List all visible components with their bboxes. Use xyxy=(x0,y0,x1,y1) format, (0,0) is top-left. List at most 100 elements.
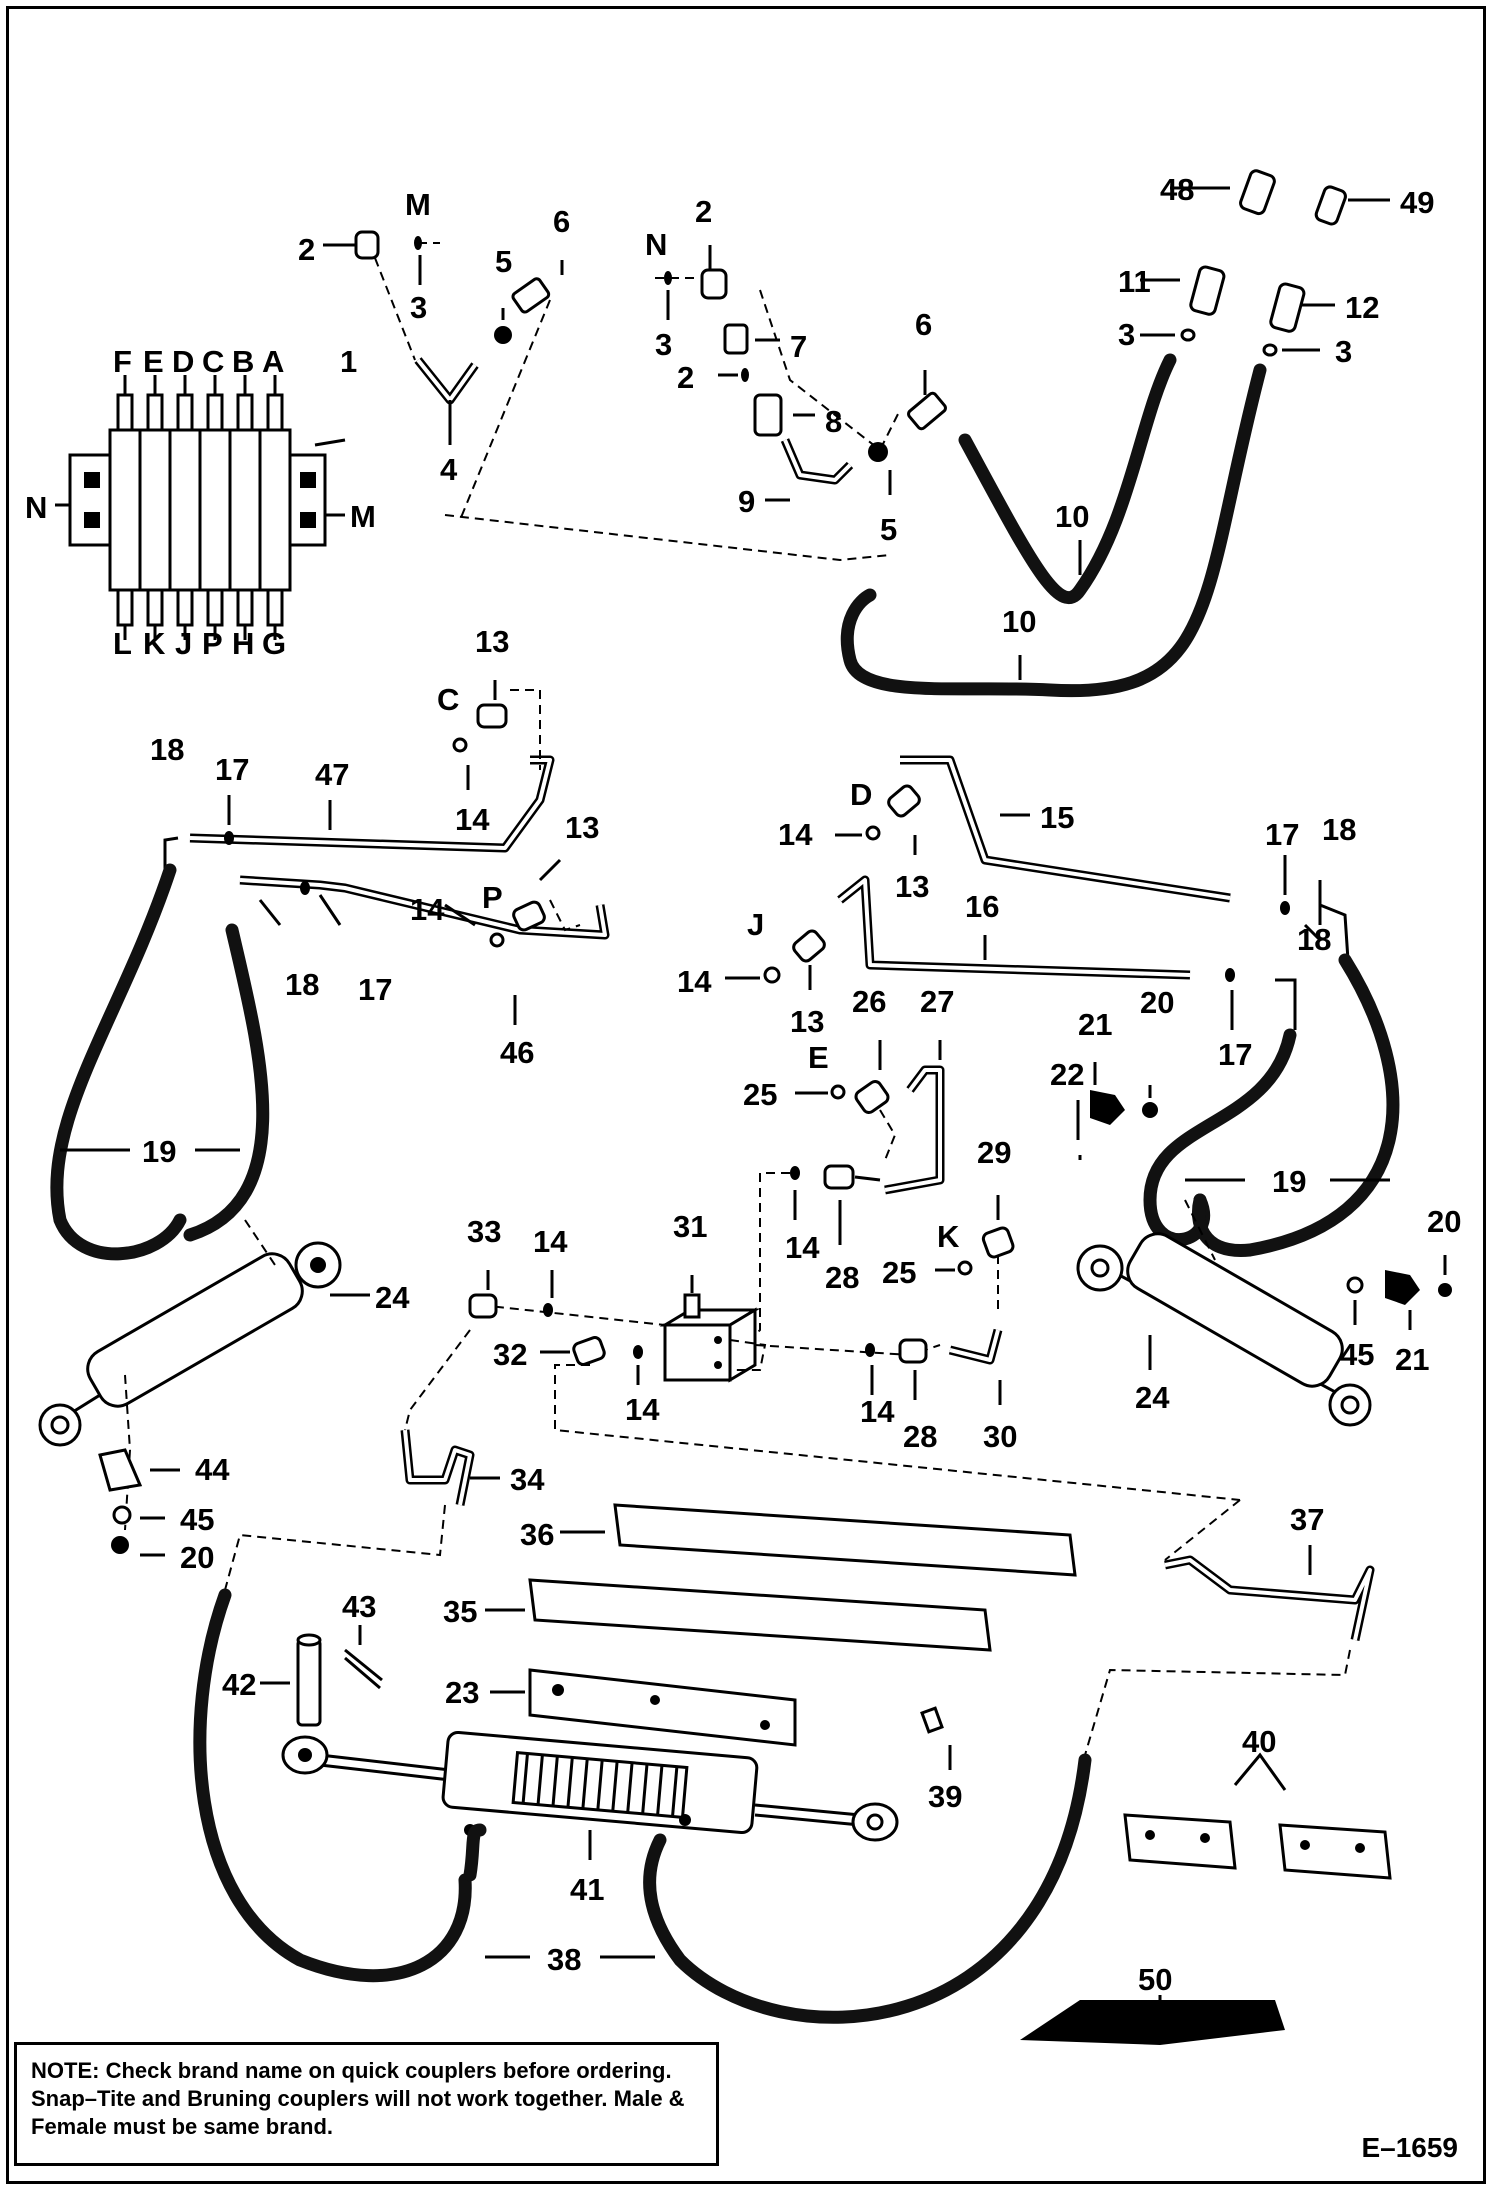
callout-13d: 13 xyxy=(790,1004,824,1039)
plate-23 xyxy=(490,1668,797,1747)
callout-45: 45 xyxy=(180,1502,214,1537)
bracket-44 xyxy=(98,1448,180,1557)
callout-35: 35 xyxy=(443,1594,477,1629)
callout-48: 48 xyxy=(1160,172,1194,207)
fittings-28-33 xyxy=(468,1195,1241,1501)
port-H: H xyxy=(232,626,254,661)
callout-26: 26 xyxy=(852,984,886,1019)
callout-21: 21 xyxy=(1078,1007,1112,1042)
hydraulic-cylinder-icon-right xyxy=(1076,1199,1372,1427)
callout-15: 15 xyxy=(1040,800,1074,835)
steering-cylinder-41 xyxy=(281,1730,899,1860)
callout-25: 25 xyxy=(743,1077,777,1112)
callout-3c: 3 xyxy=(1118,317,1135,352)
callout-42: 42 xyxy=(222,1667,256,1702)
callout-16: 16 xyxy=(965,889,999,924)
callout-41: 41 xyxy=(570,1872,604,1907)
callout-3b: 3 xyxy=(655,327,672,362)
callout-1: 1 xyxy=(340,344,357,379)
callout-18b: 18 xyxy=(285,967,319,1002)
callout-34: 34 xyxy=(510,1462,545,1497)
callout-7: 7 xyxy=(790,329,807,364)
tube-37 xyxy=(1084,1499,1375,1756)
port-N: N xyxy=(645,227,667,262)
callout-6b: 6 xyxy=(915,307,932,342)
port-D: D xyxy=(172,344,194,379)
port-P-fitting: P xyxy=(482,880,503,915)
callout-12: 12 xyxy=(1345,290,1379,325)
callout-50: 50 xyxy=(1138,1962,1172,1997)
hose-19-left xyxy=(50,863,270,1261)
port-C-fitting: C xyxy=(437,682,459,717)
callout-17b: 17 xyxy=(358,972,392,1007)
callout-4: 4 xyxy=(440,452,458,487)
callout-28: 28 xyxy=(825,1260,859,1295)
fitting-group-m xyxy=(323,230,564,521)
callout-20b: 20 xyxy=(1427,1204,1461,1239)
tube-34 xyxy=(224,1329,500,1591)
tube-group-right xyxy=(725,755,1350,1030)
callout-2c: 2 xyxy=(677,360,694,395)
callout-20c: 20 xyxy=(180,1540,214,1575)
port-J: J xyxy=(175,626,192,661)
callout-22: 22 xyxy=(1050,1057,1084,1092)
callout-19: 19 xyxy=(142,1134,176,1169)
manifold-block-31 xyxy=(659,1173,767,1383)
valve-port-leaders xyxy=(55,375,346,640)
port-J-fitting: J xyxy=(747,907,764,942)
callout-5: 5 xyxy=(495,244,512,279)
callout-18d: 18 xyxy=(1297,922,1331,957)
callout-labels: 1 2 2 2 3 3 3 3 4 5 5 6 6 7 8 9 10 10 11… xyxy=(142,172,1461,1997)
callout-2: 2 xyxy=(298,232,315,267)
callout-14c: 14 xyxy=(778,817,813,852)
callout-40: 40 xyxy=(1242,1724,1276,1759)
callout-24b: 24 xyxy=(1135,1380,1170,1415)
callout-38: 38 xyxy=(547,1942,581,1977)
callout-14f: 14 xyxy=(785,1230,820,1265)
port-K: K xyxy=(143,626,166,661)
callout-14b: 14 xyxy=(410,892,445,927)
decal-50 xyxy=(1020,1995,1285,2045)
callout-33: 33 xyxy=(467,1214,501,1249)
fitting-group-n xyxy=(444,245,947,562)
callout-30: 30 xyxy=(983,1419,1017,1454)
callout-44: 44 xyxy=(195,1452,230,1487)
port-K-fitting: K xyxy=(937,1219,960,1254)
callout-14: 14 xyxy=(455,802,490,837)
bolt-39 xyxy=(920,1706,952,1770)
port-E-fitting: E xyxy=(808,1040,829,1075)
callout-14d: 14 xyxy=(677,964,712,999)
callout-31: 31 xyxy=(673,1209,707,1244)
port-P: P xyxy=(202,626,223,661)
callout-13b: 13 xyxy=(565,810,599,845)
callout-39: 39 xyxy=(928,1779,962,1814)
hydraulic-hose-icon xyxy=(840,353,1267,698)
control-valve-icon xyxy=(68,393,327,627)
port-A: A xyxy=(262,344,284,379)
callout-3d: 3 xyxy=(1335,334,1352,369)
port-C: C xyxy=(202,344,224,379)
port-N-valve: N xyxy=(25,490,47,525)
ordering-note: NOTE: Check brand name on quick couplers… xyxy=(14,2042,719,2166)
plate-35 xyxy=(485,1578,992,1652)
quick-coupler-icon xyxy=(1140,169,1390,357)
callout-8: 8 xyxy=(825,404,842,439)
callout-36: 36 xyxy=(520,1517,554,1552)
callout-43: 43 xyxy=(342,1589,376,1624)
callout-47: 47 xyxy=(315,757,349,792)
callout-29: 29 xyxy=(977,1135,1011,1170)
diagram-border xyxy=(6,6,1486,2184)
callout-28b: 28 xyxy=(903,1419,937,1454)
callout-11: 11 xyxy=(1118,264,1151,299)
callout-14e: 14 xyxy=(533,1224,568,1259)
hydraulic-cylinder-icon xyxy=(38,1219,370,1531)
note-prefix: NOTE: xyxy=(31,2058,100,2083)
port-G: G xyxy=(262,626,286,661)
callout-46: 46 xyxy=(500,1035,534,1070)
pin-42 xyxy=(260,1625,383,1727)
callout-18: 18 xyxy=(150,732,184,767)
port-L: L xyxy=(113,626,132,661)
callout-25b: 25 xyxy=(882,1255,916,1290)
tube-group-left xyxy=(163,680,610,1025)
